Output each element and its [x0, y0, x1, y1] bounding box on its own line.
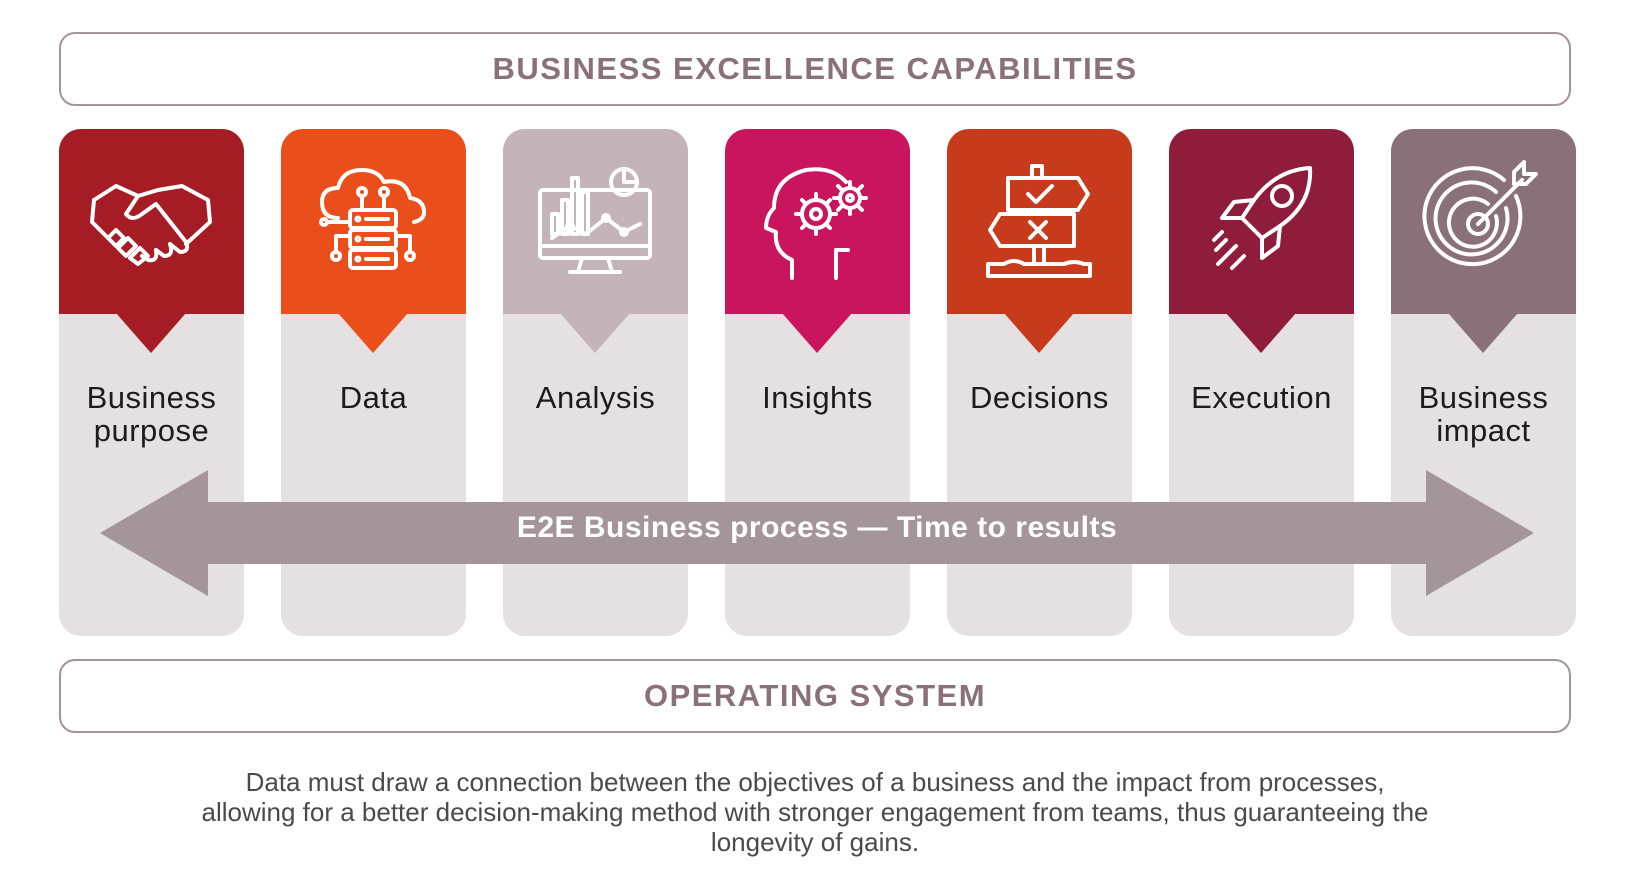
cloud-database-icon: [308, 156, 438, 286]
capability-label: Business purpose: [86, 380, 217, 448]
capability-label: Business impact: [1418, 380, 1549, 448]
capability-header: [59, 129, 244, 314]
caption-text: Data must draw a connection between the …: [201, 767, 1429, 857]
bottom-banner: OPERATING SYSTEM: [59, 659, 1571, 733]
capability-header: [947, 129, 1132, 314]
capability-header: [725, 129, 910, 314]
rocket-icon: [1196, 156, 1326, 286]
top-banner-title: BUSINESS EXCELLENCE CAPABILITIES: [492, 51, 1138, 86]
capability-label: Data: [339, 380, 408, 415]
capability-business-impact: Business impact: [1391, 129, 1576, 636]
process-double-arrow: [100, 470, 1534, 596]
capability-pointer: [1004, 313, 1074, 353]
capability-label: Insights: [762, 380, 873, 415]
capability-label: Decisions: [970, 380, 1109, 415]
capability-pointer: [116, 313, 186, 353]
capability-pointer: [560, 313, 630, 353]
capability-header: [1391, 129, 1576, 314]
capability-pointer: [782, 313, 852, 353]
capability-header: [503, 129, 688, 314]
capability-label: Analysis: [535, 380, 656, 415]
capability-pointer: [1226, 313, 1296, 353]
target-icon: [1418, 156, 1548, 286]
capability-label: Execution: [1191, 380, 1332, 415]
signpost-icon: [974, 156, 1104, 286]
capability-business-purpose: Business purpose: [59, 129, 244, 636]
capability-pointer: [338, 313, 408, 353]
capability-header: [281, 129, 466, 314]
handshake-icon: [86, 156, 216, 286]
head-gears-icon: [752, 156, 882, 286]
analytics-monitor-icon: [530, 156, 660, 286]
bottom-banner-title: OPERATING SYSTEM: [643, 678, 987, 713]
top-banner: BUSINESS EXCELLENCE CAPABILITIES: [59, 32, 1571, 106]
capability-pointer: [1448, 313, 1518, 353]
process-arrow-label: E2E Business process — Time to results: [516, 511, 1118, 544]
capability-header: [1169, 129, 1354, 314]
